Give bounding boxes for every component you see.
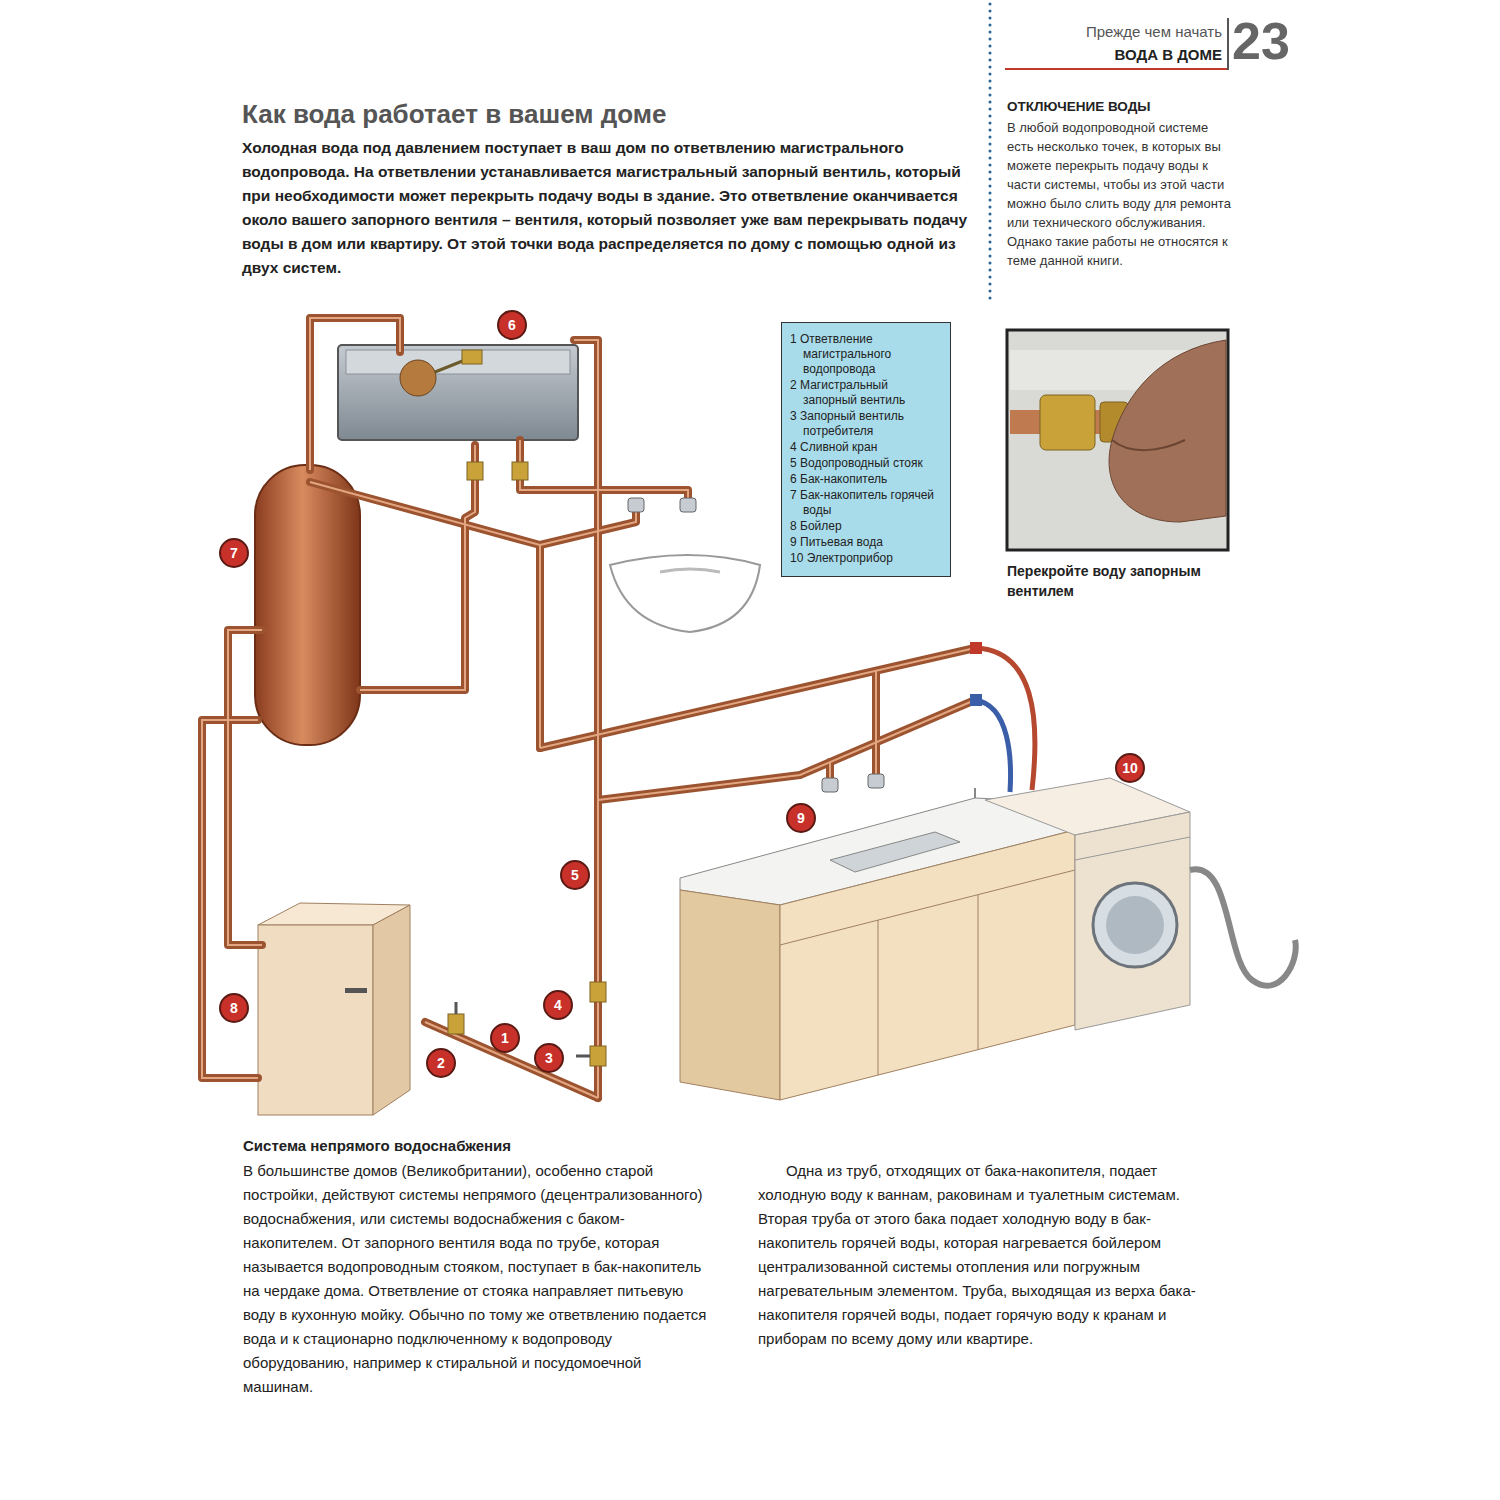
section-heading: Система непрямого водоснабжения xyxy=(243,1135,713,1157)
pipework xyxy=(202,318,1035,1098)
kitchen-units xyxy=(830,832,960,872)
page-decoration xyxy=(1005,68,1228,70)
legend-item: 6 Бак-накопитель xyxy=(790,472,942,487)
page-decoration xyxy=(1227,18,1229,70)
legend-item: 9 Питьевая вода xyxy=(790,535,942,550)
section-head: ВОДА В ДОМЕ xyxy=(1005,45,1222,65)
storage-tank xyxy=(338,345,578,440)
valve-photo xyxy=(1112,440,1185,450)
callout-text: 8 xyxy=(230,1000,238,1016)
valves-and-taps xyxy=(448,1014,464,1034)
callout-text: 3 xyxy=(545,1050,553,1066)
valves-and-taps xyxy=(822,778,838,792)
legend-item: 10 Электроприбор xyxy=(790,551,942,566)
legend-item: 3 Запорный вентиль потребителя xyxy=(790,409,942,439)
callout-text: 4 xyxy=(554,997,562,1013)
washing-machine xyxy=(1190,869,1296,985)
page-title: Как вода работает в вашем доме xyxy=(242,98,982,130)
storage-tank xyxy=(400,360,436,396)
valve-photo xyxy=(1007,330,1228,550)
washing-machine xyxy=(985,778,1296,1030)
kitchen-units xyxy=(780,870,1075,945)
callout-number: 4 xyxy=(543,990,573,1020)
legend-item: 2 Магистральный запорный вентиль xyxy=(790,378,942,408)
page-decoration xyxy=(989,4,992,300)
valves-and-taps xyxy=(467,462,483,480)
valves-and-taps xyxy=(628,498,644,512)
pipework xyxy=(975,648,1035,790)
boiler xyxy=(345,988,367,993)
valves-and-taps xyxy=(680,498,696,512)
callout-text: 10 xyxy=(1122,760,1138,776)
storage-tank xyxy=(338,345,578,440)
basin xyxy=(610,555,760,632)
legend-item: 1 Ответвление магистрального водопровода xyxy=(790,332,942,377)
boiler xyxy=(373,905,410,1115)
kitchen-units xyxy=(680,788,1075,1100)
callout-text: 2 xyxy=(437,1055,445,1071)
valves-and-taps xyxy=(590,1046,606,1066)
washing-machine xyxy=(1106,896,1164,954)
washing-machine xyxy=(1075,812,1190,1030)
body-paragraph: Одна из труб, отходящих от бака-накопите… xyxy=(758,1159,1226,1351)
callout-number: 8 xyxy=(219,993,249,1023)
legend-item: 4 Сливной кран xyxy=(790,440,942,455)
pipework xyxy=(202,318,975,1098)
callout-text: 7 xyxy=(230,545,238,561)
valves-and-taps xyxy=(512,462,528,480)
valves-and-taps xyxy=(590,982,606,1002)
callout-number: 2 xyxy=(426,1048,456,1078)
valves-and-taps xyxy=(455,1002,458,1014)
washing-machine xyxy=(1093,883,1177,967)
callout-number: 1 xyxy=(490,1023,520,1053)
sidebar-heading: ОТКЛЮЧЕНИЕ ВОДЫ xyxy=(1007,97,1232,116)
callout-number: 10 xyxy=(1115,753,1145,783)
running-head: Прежде чем начать xyxy=(1005,22,1222,42)
legend-item: 7 Бак-накопитель горячей воды xyxy=(790,488,942,518)
hot-water-cylinder xyxy=(255,465,360,745)
callout-number: 3 xyxy=(534,1043,564,1073)
basin xyxy=(610,555,760,632)
valves-and-taps xyxy=(970,694,982,706)
callout-number: 6 xyxy=(497,310,527,340)
valve-photo xyxy=(1109,340,1226,522)
callout-text: 5 xyxy=(571,867,579,883)
callout-number: 9 xyxy=(786,803,816,833)
hot-water-cylinder xyxy=(255,465,360,745)
kitchen-units xyxy=(780,830,1075,1100)
washing-machine xyxy=(1075,837,1190,860)
kitchen-units xyxy=(974,788,976,798)
legend-item: 5 Водопроводный стояк xyxy=(790,456,942,471)
legend-box: 1 Ответвление магистрального водопровода… xyxy=(781,322,951,577)
basin xyxy=(660,569,720,572)
storage-tank xyxy=(462,350,482,364)
callout-number: 5 xyxy=(560,860,590,890)
legend-item: 8 Бойлер xyxy=(790,519,942,534)
intro-paragraph: Холодная вода под давлением поступает в … xyxy=(242,136,972,280)
kitchen-units xyxy=(878,920,879,1075)
photo-caption: Перекройте воду запорным вентилем xyxy=(1007,561,1232,601)
kitchen-units xyxy=(680,890,780,1100)
valves-and-taps xyxy=(868,774,884,788)
kitchen-units xyxy=(978,895,979,1050)
valve-photo xyxy=(1040,395,1095,450)
callout-text: 1 xyxy=(501,1030,509,1046)
callout-text: 9 xyxy=(797,810,805,826)
valve-photo xyxy=(1007,330,1228,550)
pipework xyxy=(202,318,975,1098)
valves-and-taps xyxy=(576,1055,590,1058)
callout-text: 6 xyxy=(508,317,516,333)
boiler xyxy=(258,925,373,1115)
pipework xyxy=(975,700,1011,792)
body-paragraph: В большинстве домов (Великобритании), ос… xyxy=(243,1159,711,1399)
callout-number: 7 xyxy=(219,538,249,568)
page-number: 23 xyxy=(1232,12,1302,70)
valves-and-taps xyxy=(970,642,982,654)
sidebar-text: В любой водопроводной системе есть неско… xyxy=(1007,118,1232,270)
boiler xyxy=(258,903,410,1115)
